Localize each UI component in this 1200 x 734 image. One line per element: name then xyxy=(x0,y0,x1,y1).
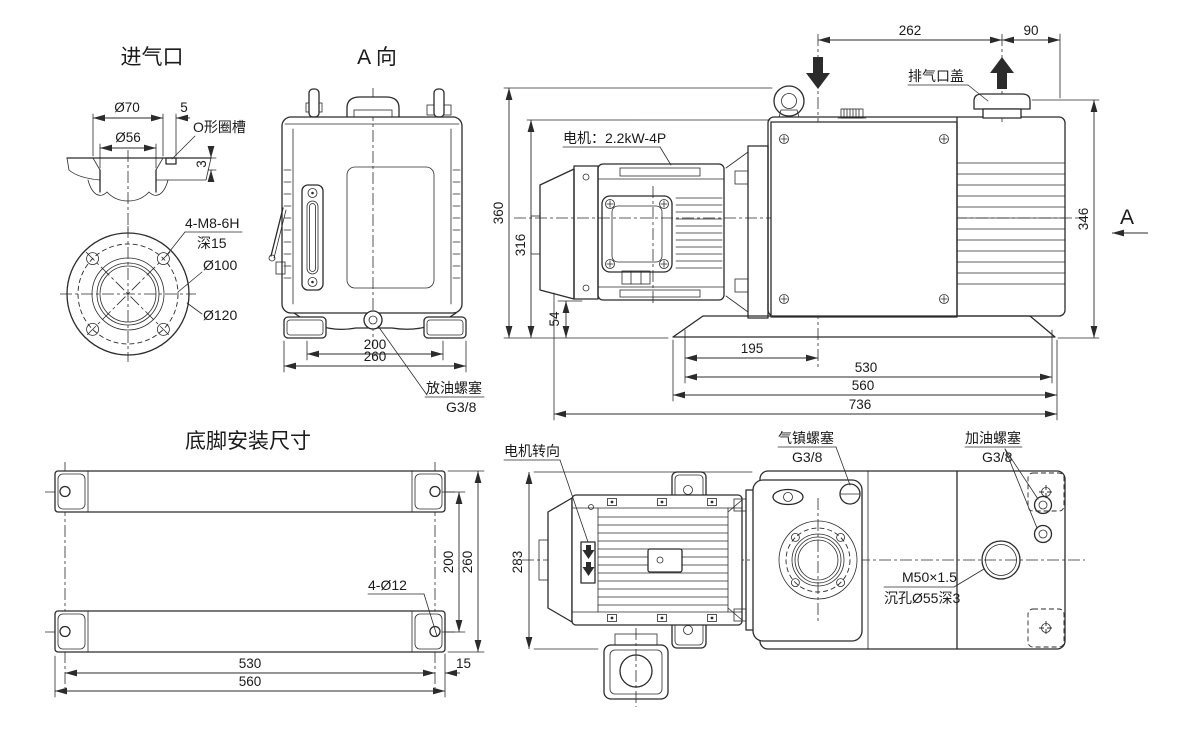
mount-bracket xyxy=(747,145,769,319)
dim-283: 283 xyxy=(510,551,525,574)
mounting-rail xyxy=(54,470,446,513)
dim-depth3: 3 xyxy=(194,160,209,168)
exhaust-thread-label: M50×1.5 xyxy=(902,569,957,585)
drain-plug-label: 放油螺塞 xyxy=(426,380,482,396)
oil-fill-thread-label: G3/8 xyxy=(982,449,1013,465)
mounting-rail xyxy=(54,610,446,653)
oring-groove-label: O形圈槽 xyxy=(193,119,246,135)
lever xyxy=(270,207,284,257)
motor-body xyxy=(597,163,725,301)
oil-box-fins xyxy=(956,162,1066,285)
front-plate xyxy=(770,121,958,318)
dim-dia56: Ø56 xyxy=(115,130,141,145)
view-foot-mounting: 底脚安装尺寸 200 260 4-Ø12 530 15 560 xyxy=(45,430,485,698)
oval-lever xyxy=(772,488,804,506)
section-break-line xyxy=(87,179,169,202)
drain-plug xyxy=(363,310,383,330)
exhaust-port xyxy=(981,540,1021,580)
inlet-title: 进气口 xyxy=(121,46,184,69)
view-a-front: A 向 200 260 放油螺塞 G3/8 xyxy=(268,46,485,415)
foot-hole xyxy=(59,485,71,498)
exhaust-cap xyxy=(973,93,1031,110)
view-top: 电机转向 283 气镇螺塞 G3/8 加油螺塞 G3/8 M50×1.5 沉孔Ø… xyxy=(503,430,1085,707)
lifting-eye xyxy=(773,85,805,117)
bolt-hole xyxy=(156,252,170,266)
dim-560: 560 xyxy=(852,378,875,393)
oil-fill-plug xyxy=(1033,495,1053,515)
handle-dome xyxy=(346,96,400,117)
drain-thread-label: G3/8 xyxy=(446,399,477,415)
hidden-foot xyxy=(1027,608,1065,648)
mid-plate-top xyxy=(752,479,863,642)
rotation-label: 电机转向 xyxy=(504,443,560,459)
hidden-foot xyxy=(1027,472,1065,512)
view-a-arrow-label: A xyxy=(1120,206,1134,229)
fan-cover xyxy=(539,168,575,300)
foot xyxy=(423,316,467,339)
motor-label: 电机：2.2kW-4P xyxy=(563,130,666,146)
oil-fill-label: 加油螺塞 xyxy=(965,430,1021,446)
dim-736: 736 xyxy=(849,397,872,412)
motor-bearing-plate xyxy=(601,195,673,273)
dim-200: 200 xyxy=(441,551,456,574)
tank-panel xyxy=(346,166,435,289)
inlet-flow-arrow xyxy=(806,57,830,89)
dim-530: 530 xyxy=(855,360,878,375)
motor-fins xyxy=(675,197,723,269)
exhaust-cover-label: 排气口盖 xyxy=(908,68,964,84)
inlet-bolt-circle xyxy=(785,527,851,593)
dim-dia120: Ø120 xyxy=(203,307,237,323)
bolt-hole xyxy=(86,322,99,336)
dim-54: 54 xyxy=(547,311,562,327)
flange-section-left-wing xyxy=(66,157,101,181)
foot-hole xyxy=(59,625,71,638)
view-side-elevation: 电机：2.2kW-4P 262 90 排气口盖 360 316 54 1 xyxy=(491,23,1148,421)
bolt-circle xyxy=(77,243,179,345)
dim-262: 262 xyxy=(899,23,922,38)
gas-thread-label: G3/8 xyxy=(792,449,823,465)
oring-groove-notch xyxy=(165,157,177,165)
dim-346: 346 xyxy=(1076,208,1091,231)
bolt-spec-label: 4-M8-6H xyxy=(185,215,239,231)
flange-outer-circle xyxy=(66,232,190,356)
oil-fill-plug xyxy=(1033,524,1053,544)
holes-label: 4-Ø12 xyxy=(368,577,407,593)
dim-260: 260 xyxy=(364,349,387,364)
dim-200: 200 xyxy=(364,337,387,352)
view-inlet-port: 进气口 Ø70 5 Ø56 O形圈槽 3 4-M8-6H 深15 Ø100 Ø1… xyxy=(60,46,246,362)
bolt-depth-label: 深15 xyxy=(197,235,227,251)
foot xyxy=(283,316,327,339)
dim-90: 90 xyxy=(1023,23,1038,38)
exhaust-flow-arrow xyxy=(990,57,1014,89)
dim-360: 360 xyxy=(491,202,506,225)
lifting-post xyxy=(308,88,320,118)
feet-title: 底脚安装尺寸 xyxy=(185,430,311,453)
dim-260: 260 xyxy=(460,551,475,574)
dim-316: 316 xyxy=(513,234,528,257)
foot-hole xyxy=(429,625,441,638)
dim-560: 560 xyxy=(239,674,262,689)
base xyxy=(672,315,1056,338)
bolt-hole xyxy=(86,252,99,266)
bolt-hole xyxy=(156,322,170,336)
dim-offset5: 5 xyxy=(180,100,188,115)
dim-dia100: Ø100 xyxy=(203,257,237,273)
counterbore-label: 沉孔Ø55深3 xyxy=(884,590,960,606)
dim-530: 530 xyxy=(239,656,262,671)
dim-195: 195 xyxy=(741,341,764,356)
dim-15: 15 xyxy=(456,656,471,671)
gas-plug-label: 气镇螺塞 xyxy=(778,430,834,446)
lifting-post xyxy=(433,88,445,118)
a-view-title: A 向 xyxy=(357,46,397,69)
foot-hole xyxy=(429,485,441,498)
dim-dia70: Ø70 xyxy=(114,100,140,115)
fan-cover-top xyxy=(547,497,573,623)
